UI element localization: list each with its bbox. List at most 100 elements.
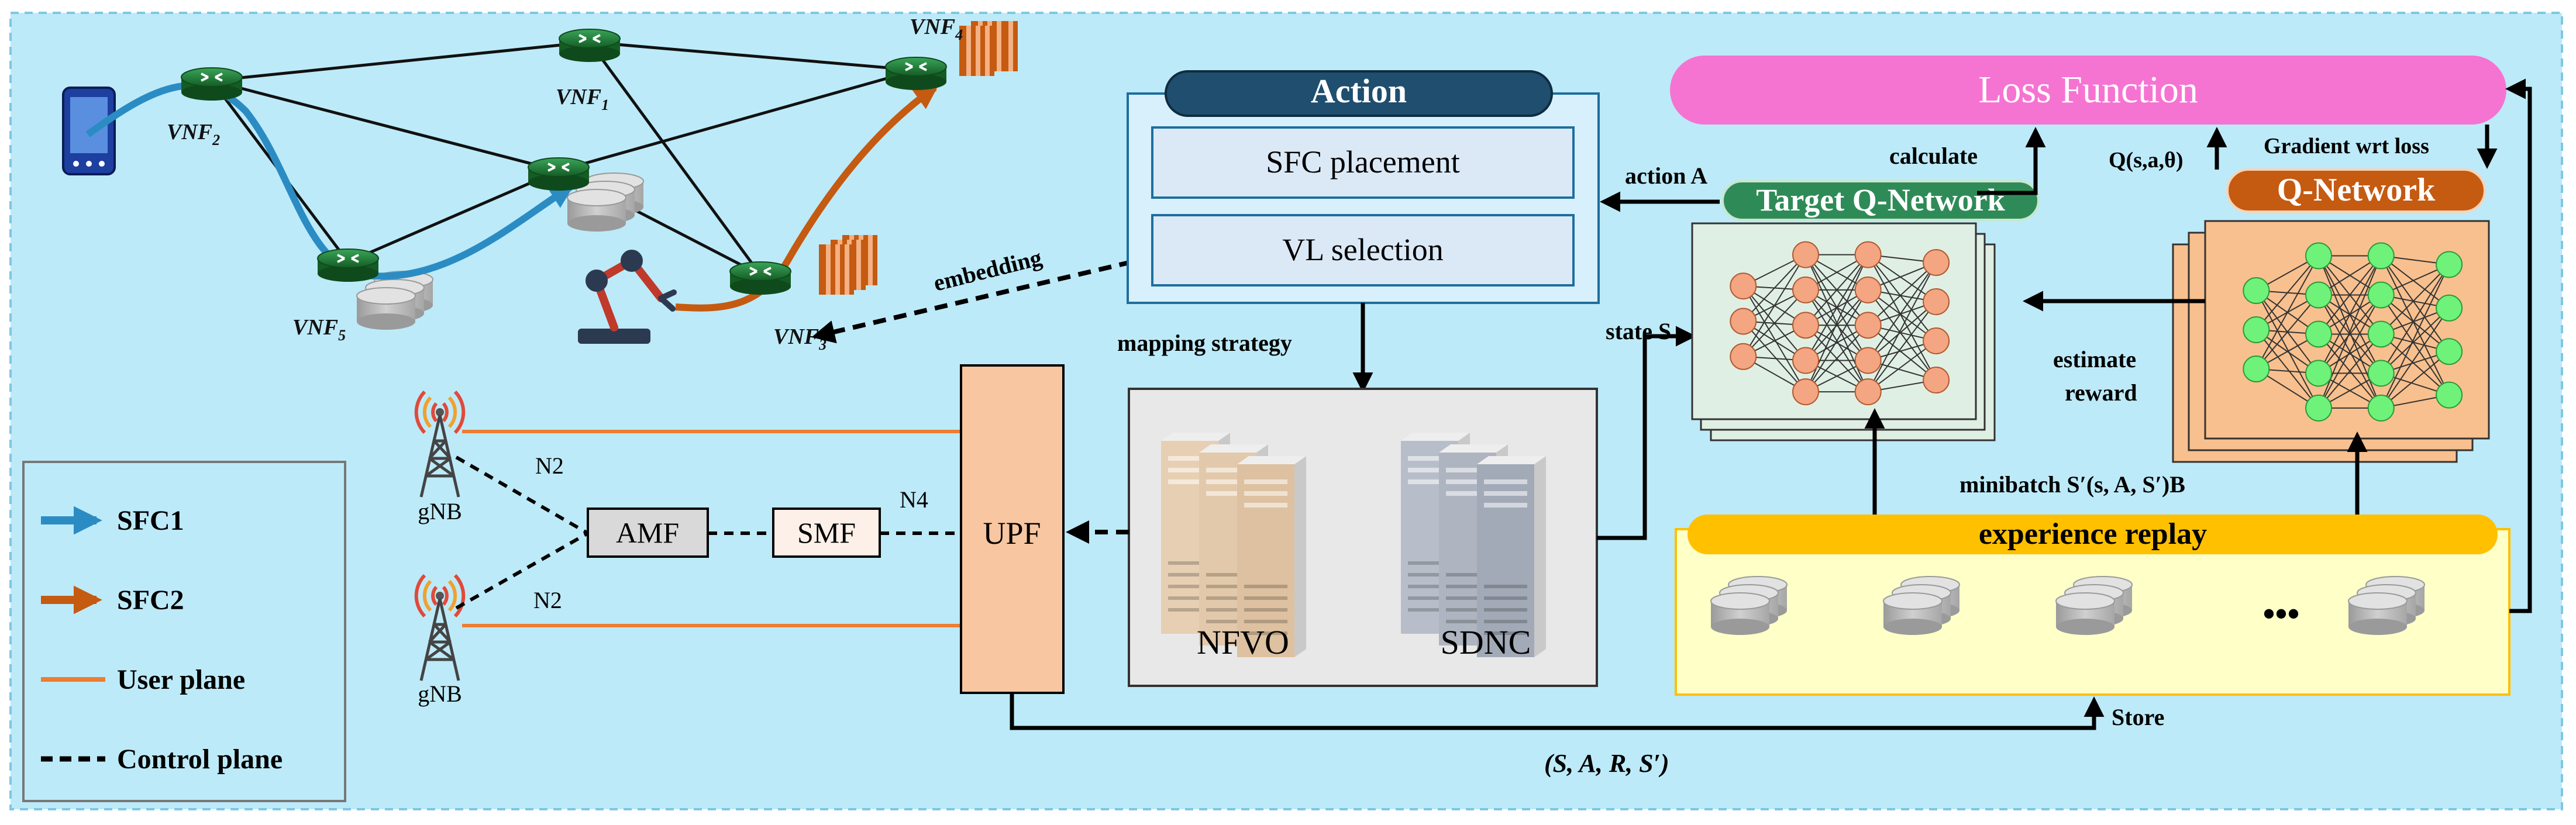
network-edge xyxy=(1868,325,1937,381)
vl-selection-box xyxy=(1151,214,1575,286)
legend-label: Control plane xyxy=(117,744,283,775)
network-edge xyxy=(2380,294,2450,396)
network-neuron xyxy=(1923,288,1950,315)
network-neuron xyxy=(2305,242,2332,270)
n2-label: N2 xyxy=(535,453,564,479)
router-icon xyxy=(558,28,621,63)
network-neuron xyxy=(1792,276,1819,303)
q-value-label: Q(s,a,θ) xyxy=(2109,148,2184,172)
network-edge xyxy=(2318,294,2382,409)
network-neuron xyxy=(2436,338,2463,365)
router-icon xyxy=(884,56,948,91)
vnf3-label: VNF3 xyxy=(773,325,826,353)
sdnc-label: SDNC xyxy=(1441,623,1531,661)
network-edge xyxy=(1742,285,1806,392)
network-edge xyxy=(2255,255,2319,330)
legend-item: SFC1 xyxy=(41,505,184,536)
network-edge xyxy=(1742,320,1806,392)
network-neuron xyxy=(2305,320,2332,348)
network-neuron xyxy=(2243,277,2270,305)
network-edge xyxy=(1867,289,1937,381)
network-neuron xyxy=(2436,381,2463,409)
network-edge xyxy=(2381,351,2450,409)
network-neuron xyxy=(2436,294,2463,322)
replay-title: experience replay xyxy=(1979,517,2207,551)
vnf-instance-icon xyxy=(819,244,854,295)
upf-box xyxy=(960,364,1065,694)
network-neuron xyxy=(1792,312,1819,339)
legend-item: Control plane xyxy=(41,744,283,775)
network-edge xyxy=(1868,262,1937,326)
network-edge xyxy=(1805,325,1869,392)
network-neuron xyxy=(1923,327,1950,354)
network-edge xyxy=(2381,308,2450,374)
network-edge xyxy=(2381,255,2450,309)
network-edge xyxy=(2318,333,2382,409)
vnf4-label: VNF4 xyxy=(910,15,963,43)
core-network: gNB gNB N2 N2 AMF SMF N4 UPF xyxy=(416,364,1129,707)
vnf5-label: VNF5 xyxy=(292,315,346,344)
network-neuron xyxy=(2305,281,2332,309)
replay-header xyxy=(1688,515,2498,554)
action-block: Action SFC placement VL selection xyxy=(1127,70,1600,304)
action-header xyxy=(1165,70,1553,117)
network-edge xyxy=(1867,262,1937,361)
network-neuron xyxy=(2367,360,2395,387)
calculate-label: calculate xyxy=(1889,143,1978,169)
sfc-placement-box xyxy=(1151,126,1575,199)
network-edge xyxy=(2380,264,2450,374)
network-neuron xyxy=(2367,242,2395,270)
network-edge xyxy=(1742,289,1806,357)
vnf-topology: VNF2 VNF1 VNF4 VNF5 VNF3 xyxy=(62,15,1018,353)
experience-replay: experience replay ••• xyxy=(1675,515,2510,696)
network-neuron xyxy=(2367,281,2395,309)
minibatch-label: minibatch S′(s, A, S′)B xyxy=(1959,471,2185,498)
network-neuron xyxy=(2305,394,2332,422)
q-network-header xyxy=(2226,168,2486,213)
target-q-title: Target Q-Network xyxy=(1756,182,2005,218)
n2-link xyxy=(455,455,589,535)
q-network: Q-Network xyxy=(2172,168,2490,463)
transition-label: (S, A, R, S′) xyxy=(1544,749,1669,778)
router-icon xyxy=(527,157,590,192)
network-edge xyxy=(2255,294,2319,370)
network-edge xyxy=(2380,264,2450,409)
network-neuron xyxy=(1854,241,1882,268)
network-edge xyxy=(1805,289,1869,392)
network-neuron xyxy=(1923,249,1950,276)
network-neuron xyxy=(2436,251,2463,278)
router-icon xyxy=(729,261,792,296)
network-edge xyxy=(1805,289,1869,361)
network-edge xyxy=(2381,333,2450,396)
network-neuron xyxy=(1792,241,1819,268)
nfvo-label: NFVO xyxy=(1197,623,1289,661)
network-neuron xyxy=(1854,378,1882,406)
legend-label: SFC2 xyxy=(117,585,184,616)
network-edge xyxy=(2255,256,2319,370)
amf-label: AMF xyxy=(616,516,679,549)
network-edge xyxy=(2381,294,2450,352)
store-arrow xyxy=(1010,693,2105,730)
action-title: Action xyxy=(1311,72,1407,110)
amf-box xyxy=(587,508,709,558)
legend-label: SFC1 xyxy=(117,505,184,536)
network-neuron xyxy=(2367,394,2395,422)
store-label: Store xyxy=(2112,704,2164,730)
replay-loss-arrow xyxy=(2505,78,2532,613)
network-neuron xyxy=(1854,312,1882,339)
network-edge xyxy=(2318,256,2382,409)
network-neuron xyxy=(2367,320,2395,348)
network-edge xyxy=(2380,264,2450,335)
n4-label: N4 xyxy=(900,486,928,513)
legend-item: User plane xyxy=(41,664,245,695)
sfc2-path xyxy=(675,85,939,312)
network-edge xyxy=(1868,301,1937,361)
network-neuron xyxy=(2305,360,2332,387)
network-neuron xyxy=(1923,367,1950,393)
gradient-label: Gradient wrt loss xyxy=(2264,134,2429,158)
network-edge xyxy=(2318,294,2382,374)
network-neuron xyxy=(1730,308,1757,335)
mapping-label: mapping strategy xyxy=(1117,330,1292,356)
network-edge xyxy=(1742,254,1806,322)
